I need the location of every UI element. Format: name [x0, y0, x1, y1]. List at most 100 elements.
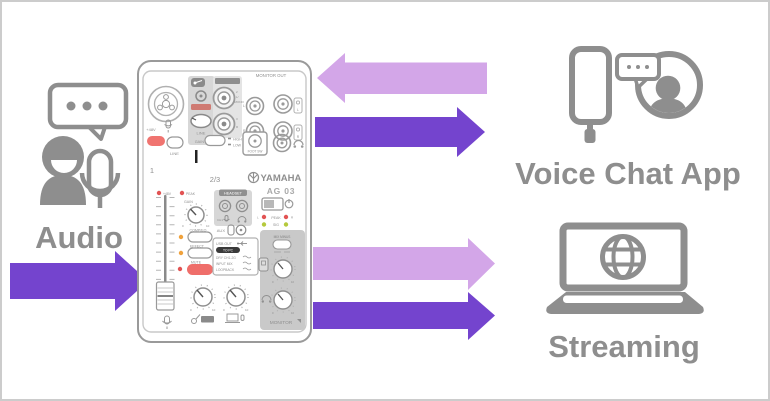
gain-switch: [204, 134, 226, 147]
jack3-label: R: [236, 125, 239, 129]
k2-10: 10: [245, 308, 249, 312]
k1-10: 10: [212, 308, 216, 312]
gain-10: 10: [206, 224, 210, 228]
mic-glyph-fader: [162, 315, 172, 329]
audio-source-group: Audio: [35, 82, 129, 255]
line-button: [166, 136, 184, 149]
yamaha-ag03-mixer: +48V LINE 1 LINE 2 L/ MONO: [137, 60, 312, 343]
gain-label: GAIN: [184, 200, 193, 204]
jack-lmono: [212, 86, 236, 110]
plus48v-label: +48V: [146, 127, 156, 132]
peak-r: R: [291, 216, 294, 220]
comp-eq-label: COMP/EQ: [190, 229, 207, 233]
to-pc-label: TO PC: [223, 249, 234, 253]
gain-knob: 0 10: [182, 203, 210, 228]
gain-switch-label: GAIN: [195, 140, 205, 144]
arrow-from-voice-chat: [317, 53, 487, 103]
jack2-num: 2: [236, 90, 238, 94]
jack2-label2: MONO: [235, 100, 245, 104]
effect-label: EFFECT: [190, 245, 205, 249]
led-48v-label: +48V: [163, 192, 172, 196]
laptop-screen: [559, 222, 688, 292]
ch23-header: [215, 78, 240, 84]
sig-label: SIG: [273, 223, 279, 227]
line-badge: [191, 104, 211, 110]
audio-label: Audio: [35, 220, 123, 255]
level-leds: L PEAK R SIG: [257, 214, 294, 227]
monitor-phone-glyph: [261, 295, 272, 303]
arrow-audio-in: [10, 251, 148, 311]
peak-label: PEAK: [271, 216, 281, 220]
out-r-label: R: [297, 135, 300, 139]
fader: [155, 195, 175, 311]
monitor-label: MONITOR: [270, 320, 293, 326]
yamaha-logo: YAMAHA: [247, 171, 302, 184]
effect-button: [187, 247, 213, 259]
jack3-num: 3: [236, 117, 238, 121]
microphone-icon: [79, 148, 121, 208]
m1-0: 0: [272, 280, 274, 284]
foot-sw-jack: FOOT SW: [242, 131, 268, 156]
usb-glyph: [237, 241, 247, 246]
phone-jack-l: [273, 94, 293, 114]
guitar-glyph: [191, 314, 201, 324]
m1-10: 10: [291, 280, 295, 284]
aux-label: AUX: [217, 228, 226, 233]
loopback-label: LOOPBACK: [216, 268, 235, 272]
low-label: LOW: [233, 144, 242, 148]
monitor-panel: MIX MINUS 0 10 0: [258, 230, 305, 330]
brand-label: YAMAHA: [261, 173, 302, 184]
pc-level-knob: 0 10: [223, 284, 249, 312]
monitor-mark: [297, 319, 301, 323]
led-mute: [177, 266, 183, 272]
usb-out-label: USB OUT: [216, 242, 233, 246]
dry-label: DRY CH1-2G: [216, 256, 236, 260]
jack2-label1: L/: [236, 95, 239, 99]
m2-10: 10: [291, 311, 295, 315]
voice-chat-label: Voice Chat App: [515, 156, 741, 191]
jack-r: [212, 112, 236, 136]
aux-jack: [227, 224, 247, 236]
m2-0: 0: [272, 311, 274, 315]
phone-jack-r: [273, 121, 293, 141]
streaming-label: Streaming: [548, 329, 700, 364]
arrow-to-voice-chat: [315, 107, 485, 157]
rca-l-label: L: [243, 104, 245, 108]
voice-chat-group: Voice Chat App: [515, 46, 741, 191]
laptop-base: [546, 292, 704, 314]
laptop-glyph: [225, 313, 245, 323]
headset-ch1-label: CH1: [217, 218, 223, 222]
combo-jack: [147, 85, 185, 123]
smartphone-icon: [569, 46, 612, 143]
out-l-tag: [293, 97, 303, 114]
monitor-knob-1: 0 10: [270, 256, 296, 284]
headphone-glyph: [293, 139, 304, 146]
headset-label: HEADSET: [224, 192, 243, 196]
power-switch: [261, 197, 294, 211]
led-peak: [179, 190, 185, 196]
globe-icon: [600, 234, 646, 280]
rca-jack-l: [245, 96, 265, 116]
streaming-group: Streaming: [546, 222, 704, 364]
usb-out-panel: USB OUT TO PC DRY CH1-2G INPUT MIX LOOPB…: [212, 237, 259, 276]
headset-phone-glyph: [237, 216, 247, 223]
mute-button: [187, 264, 213, 275]
guitar-badge: [191, 78, 205, 87]
monitor-out-label: MONITOR OUT: [256, 73, 287, 78]
led-peak-label: PEAK: [186, 192, 196, 196]
phones-jack: [272, 133, 304, 153]
mute-label: MUTE: [191, 261, 202, 265]
person-icon: [40, 136, 86, 205]
foot-sw-label: FOOT SW: [248, 150, 263, 154]
speech-bubble-icon: [47, 82, 129, 141]
monitor-knob-2: 0 10: [270, 287, 296, 315]
monitor-mute-switch: [258, 257, 269, 272]
out-l-label: L: [297, 108, 299, 112]
mix-minus-label: MIX MINUS: [274, 235, 291, 239]
led-48v: [156, 190, 162, 196]
ch1-label: 1: [150, 166, 154, 175]
marker: [195, 150, 198, 163]
plus48v-button: [147, 136, 165, 146]
headset-panel: HEADSET CH1: [214, 189, 252, 226]
